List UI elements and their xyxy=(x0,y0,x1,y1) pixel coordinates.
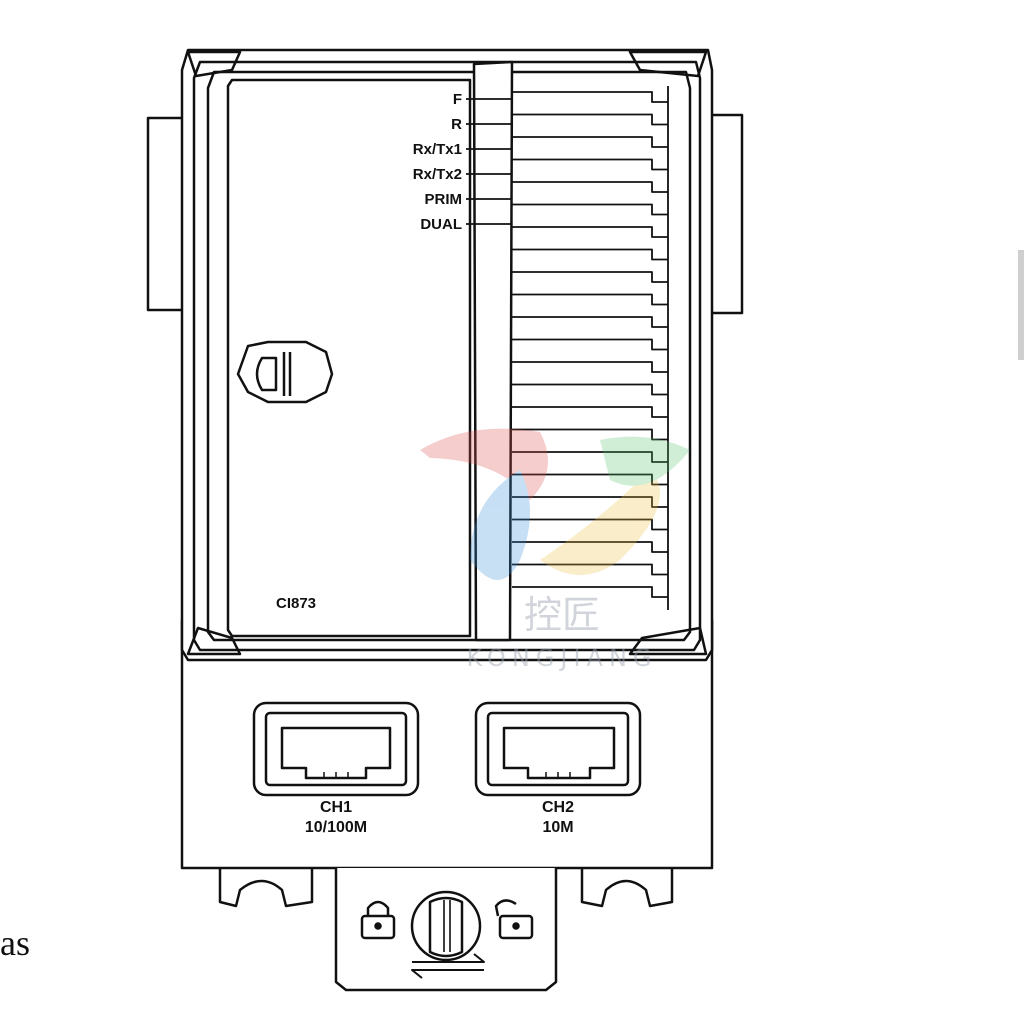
cropped-side-text: as xyxy=(0,923,30,963)
rib-line xyxy=(512,181,668,193)
rib-line xyxy=(512,586,668,598)
rj45-port-ch1[interactable] xyxy=(252,701,420,797)
rib-line xyxy=(512,338,668,351)
rotary-knob-icon[interactable] xyxy=(410,890,482,962)
port-ch1-name: CH1 xyxy=(320,799,352,816)
unlocked-padlock-icon xyxy=(494,899,534,940)
double-arrow-icon xyxy=(411,953,485,979)
port-ch2-speed: 10M xyxy=(542,819,573,836)
led-label: Rx/Tx1 xyxy=(413,141,462,158)
led-label: DUAL xyxy=(420,216,462,233)
led-label: PRIM xyxy=(425,191,463,208)
led-label: F xyxy=(453,91,462,108)
locked-padlock-icon xyxy=(360,900,396,940)
rib-line xyxy=(512,158,668,171)
light-guide-strip xyxy=(472,60,514,642)
rib-line xyxy=(512,496,668,508)
rib-line xyxy=(512,271,668,283)
rib-line xyxy=(512,383,668,396)
rib-line xyxy=(512,91,668,103)
rib-line xyxy=(512,451,668,463)
watermark-logo xyxy=(420,428,690,580)
rib-line xyxy=(512,316,668,328)
rib-line xyxy=(512,406,668,418)
watermark-en: KONGJIANG xyxy=(467,644,658,672)
led-label: Rx/Tx2 xyxy=(413,166,462,183)
rib-line xyxy=(512,518,668,531)
rib-line xyxy=(512,541,668,553)
model-label: CI873 xyxy=(276,595,316,612)
rib-line xyxy=(512,248,668,261)
screw-icon[interactable] xyxy=(236,340,334,404)
rib-line xyxy=(512,293,668,306)
rib-line xyxy=(512,563,668,576)
edge-artifact xyxy=(1018,250,1024,360)
led-label: R xyxy=(451,116,462,133)
ventilation-ribs xyxy=(512,86,669,610)
rib-line xyxy=(512,113,668,126)
rib-line xyxy=(512,226,668,238)
led-leader-lines xyxy=(466,98,512,225)
port-ch1-speed: 10/100M xyxy=(305,819,367,836)
rib-line xyxy=(512,473,668,486)
watermark-cn: 控匠 xyxy=(524,593,600,637)
port-ch2-name: CH2 xyxy=(542,799,574,816)
rj45-port-ch2[interactable] xyxy=(474,701,642,797)
left-mounting-foot xyxy=(218,868,314,908)
rib-line xyxy=(512,361,668,373)
right-mounting-foot xyxy=(580,868,674,908)
rib-line xyxy=(512,136,668,148)
front-body xyxy=(180,48,714,662)
rib-line xyxy=(512,203,668,216)
rib-line xyxy=(512,428,668,441)
